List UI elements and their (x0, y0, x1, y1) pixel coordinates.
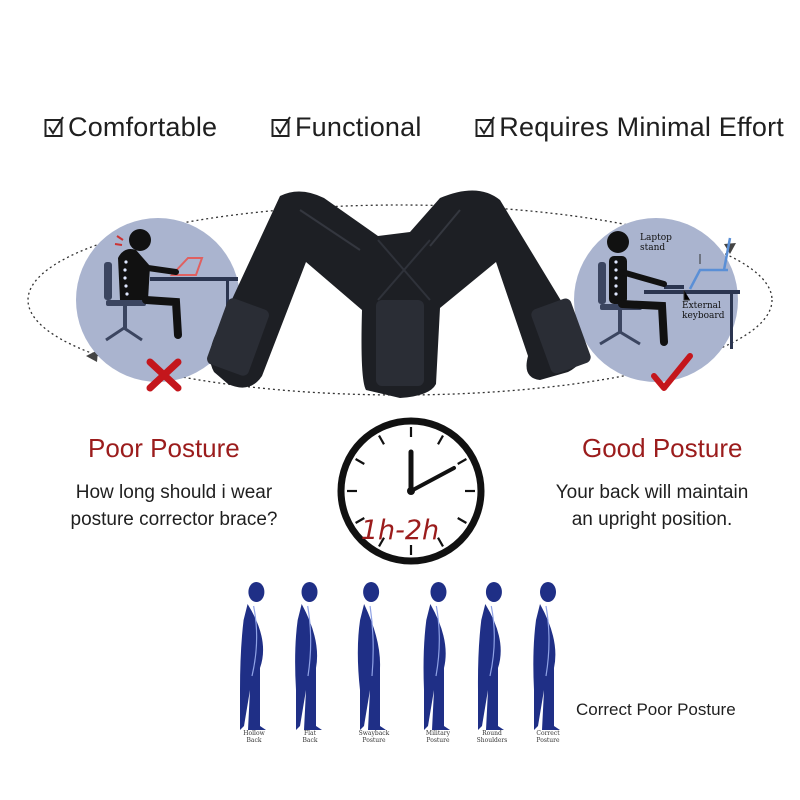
laptop-stand-label: Laptop (640, 233, 672, 243)
posture-figure (533, 582, 560, 730)
figure-body (295, 604, 322, 730)
posture-figure (477, 582, 504, 730)
posture-figure (295, 582, 322, 730)
poor-desc-line-1: How long should i wear (75, 482, 273, 503)
feature-comfortable: Comfortable (44, 112, 217, 143)
orbit-arrow-right-icon (724, 243, 736, 254)
feature-functional: Functional (271, 112, 422, 143)
posture-figure (357, 582, 386, 730)
figure-head (540, 582, 556, 602)
figure-body (357, 604, 386, 730)
clock-duration-label: 1h-2h (360, 515, 440, 546)
checkbox-icon (475, 115, 496, 138)
feature-minimal-effort: Requires Minimal Effort (475, 112, 784, 143)
figure-body (423, 604, 450, 730)
figure-caption-line: Posture (426, 737, 450, 744)
posture-figure (423, 582, 450, 730)
figure-caption-line: Back (246, 737, 262, 744)
checkbox-icon (271, 115, 291, 138)
feature-label: Requires Minimal Effort (499, 112, 784, 142)
figure-caption-line: Shoulders (476, 737, 508, 744)
figure-head (363, 582, 380, 602)
figure-caption-line: Correct (536, 730, 560, 737)
good-posture-description: Your back will maintain an upright posit… (528, 479, 776, 533)
figure-caption-line: Military (425, 730, 451, 737)
posture-figures-row (240, 582, 560, 730)
orbit-arrow-left-icon (86, 350, 98, 362)
figure-caption-line: Back (302, 737, 318, 744)
laptop-stand-label-2: stand (640, 243, 665, 253)
good-posture-title: Good Posture (582, 433, 743, 463)
correct-posture-caption: Correct Poor Posture (576, 700, 736, 719)
posture-figure (240, 582, 266, 730)
keyboard-label: External (682, 301, 721, 311)
poor-posture-title: Poor Posture (88, 433, 240, 463)
figure-head (430, 582, 447, 602)
clock-icon (337, 417, 485, 565)
figure-body (477, 604, 504, 730)
figure-body (240, 604, 266, 730)
figure-spine (251, 605, 258, 677)
poor-desc-line-2: posture corrector brace? (70, 509, 278, 530)
poor-posture-description: How long should i wear posture corrector… (40, 479, 308, 533)
feature-list: Comfortable Functional Requires Minimal … (44, 112, 784, 143)
feature-label: Comfortable (68, 112, 218, 142)
figure-caption-line: Swayback (358, 730, 390, 737)
figure-caption-line: Posture (536, 737, 560, 744)
figure-caption-line: Hollow (243, 730, 265, 737)
checkbox-icon (44, 115, 64, 138)
figure-spine (307, 605, 312, 677)
keyboard-label-2: keyboard (682, 311, 725, 321)
figure-caption-line: Posture (362, 737, 386, 744)
figure-spine (435, 605, 440, 677)
posture-brace-image (207, 190, 591, 398)
good-desc-line-1: Your back will maintain (555, 482, 749, 503)
good-posture-illustration: Laptop stand External keyboard (574, 218, 740, 382)
good-desc-line-2: an upright position. (571, 509, 733, 530)
figure-head (301, 582, 318, 602)
check-mark-icon (651, 353, 693, 391)
orbit-dotted-ellipse (27, 204, 773, 396)
figure-head (248, 582, 265, 602)
figure-caption-line: Round (482, 730, 502, 737)
poor-posture-illustration (76, 218, 240, 382)
figure-caption-line: Flat (303, 730, 317, 737)
figure-spine (545, 605, 550, 677)
figure-spine (489, 605, 495, 677)
figure-spine (369, 605, 374, 677)
figure-head (485, 582, 502, 602)
x-mark-icon (146, 358, 182, 392)
feature-label: Functional (294, 112, 422, 142)
figure-body (533, 604, 560, 730)
